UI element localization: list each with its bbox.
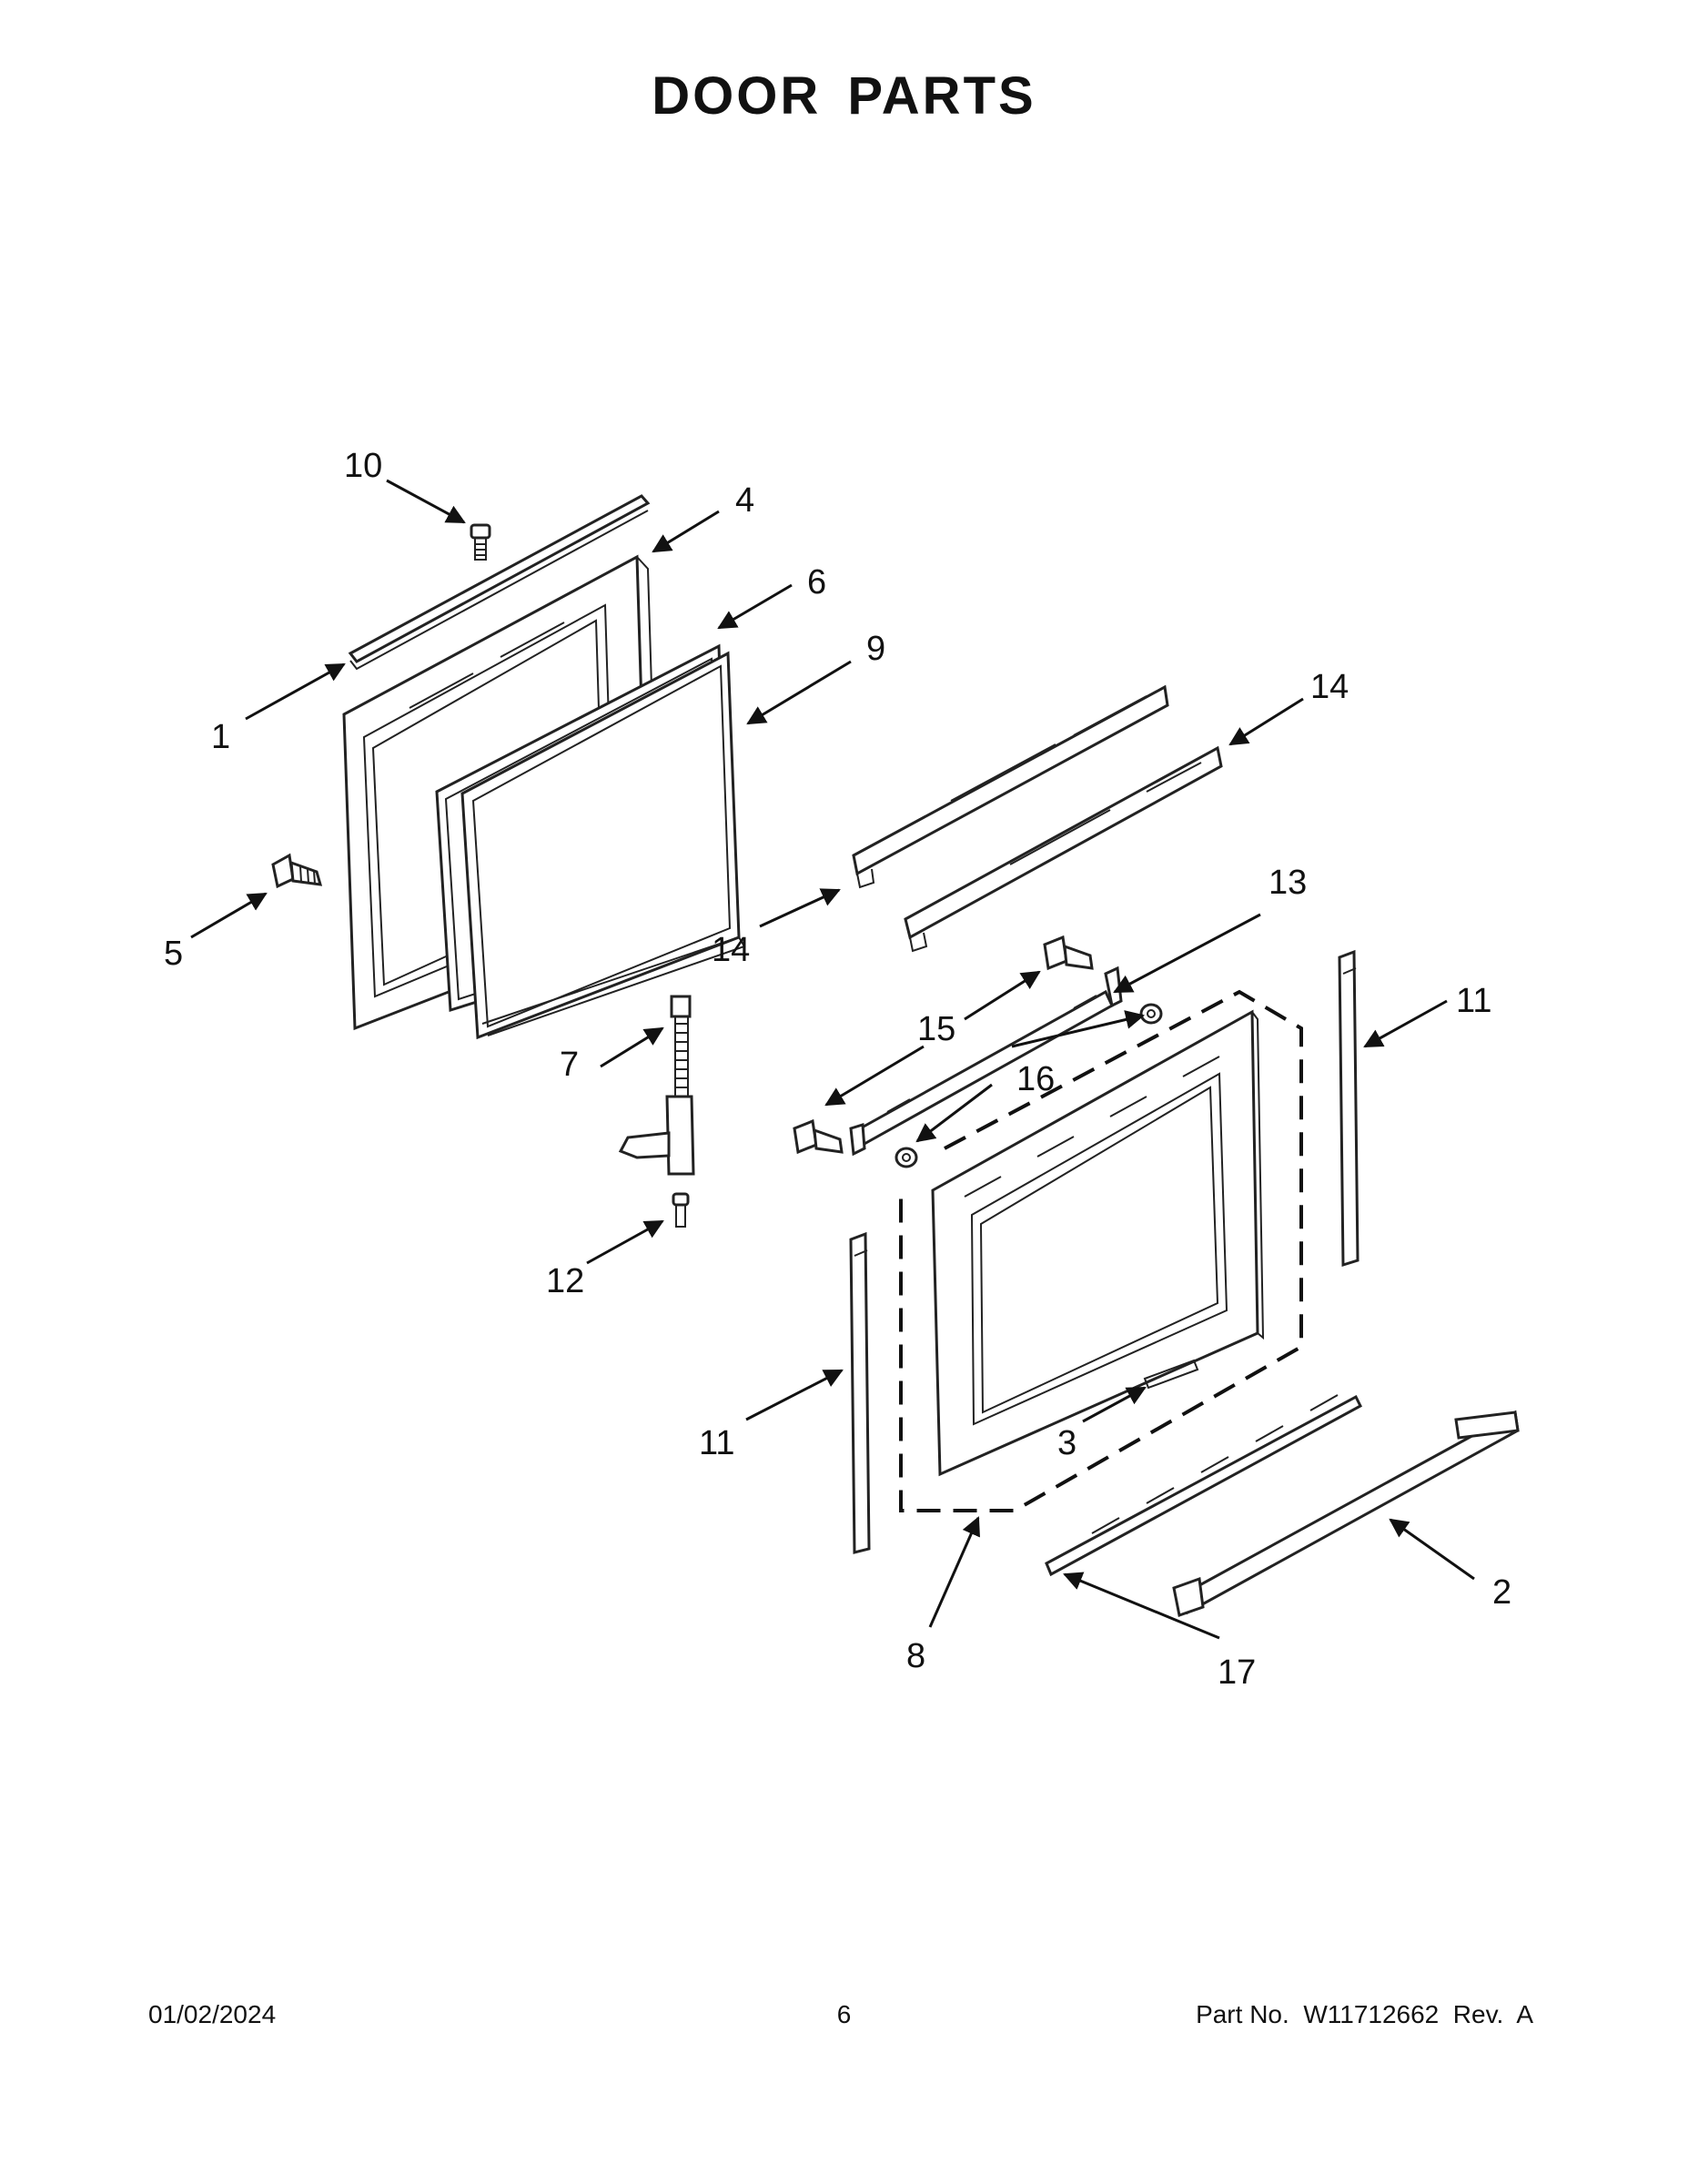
screw-part-5 [271, 853, 323, 889]
side-trim-part-left [849, 1231, 871, 1554]
callout-3: 3 [1057, 1424, 1076, 1462]
callout-15: 15 [917, 1010, 955, 1048]
callout-1: 1 [211, 718, 230, 756]
callout-13: 13 [1269, 864, 1307, 902]
callout-16: 16 [1016, 1060, 1055, 1098]
callout-10: 10 [344, 447, 382, 485]
callout-12: 12 [546, 1262, 584, 1300]
callout-11-right: 11 [1456, 982, 1491, 1020]
top-trim-strip-part [348, 494, 651, 671]
callout-14-upper: 14 [1310, 668, 1349, 706]
screw-part-15-upper [1043, 935, 1094, 971]
door-assembly-outline [899, 989, 1303, 1512]
callout-14-lower: 14 [712, 931, 750, 969]
callout-8: 8 [906, 1637, 925, 1675]
callout-17: 17 [1218, 1653, 1256, 1692]
screw-part-15-lower [793, 1118, 844, 1155]
outer-door-panel-part [931, 1009, 1265, 1477]
footer-date: 01/02/2024 [148, 2000, 277, 2028]
leader-arrows [190, 479, 1475, 1640]
footer-page-number: 6 [836, 2000, 852, 2028]
screw-part-12 [672, 1192, 690, 1228]
channel-part-lower [904, 745, 1223, 953]
side-trim-part-right [1338, 949, 1359, 1268]
callout-11-left: 11 [699, 1424, 734, 1462]
callout-5: 5 [164, 935, 183, 973]
hinge-part [618, 995, 695, 1176]
hinge-channel-part [849, 966, 1123, 1157]
callout-7: 7 [560, 1046, 579, 1084]
window-glass-part [460, 651, 746, 1040]
callout-6: 6 [807, 563, 826, 602]
vent-strip-part [1045, 1394, 1362, 1577]
door-handle-part [1172, 1410, 1520, 1617]
channel-part-upper [852, 684, 1169, 889]
page-title: DOOR PARTS [652, 66, 1036, 126]
callout-4: 4 [735, 481, 754, 520]
callout-9: 9 [866, 630, 885, 668]
screw-part-10 [470, 523, 491, 561]
footer-part-number: Part No. W11712662 Rev. A [1196, 2000, 1533, 2028]
washer-part-lower [895, 1147, 918, 1168]
callout-2: 2 [1492, 1573, 1511, 1612]
washer-part-upper [1139, 1003, 1163, 1025]
